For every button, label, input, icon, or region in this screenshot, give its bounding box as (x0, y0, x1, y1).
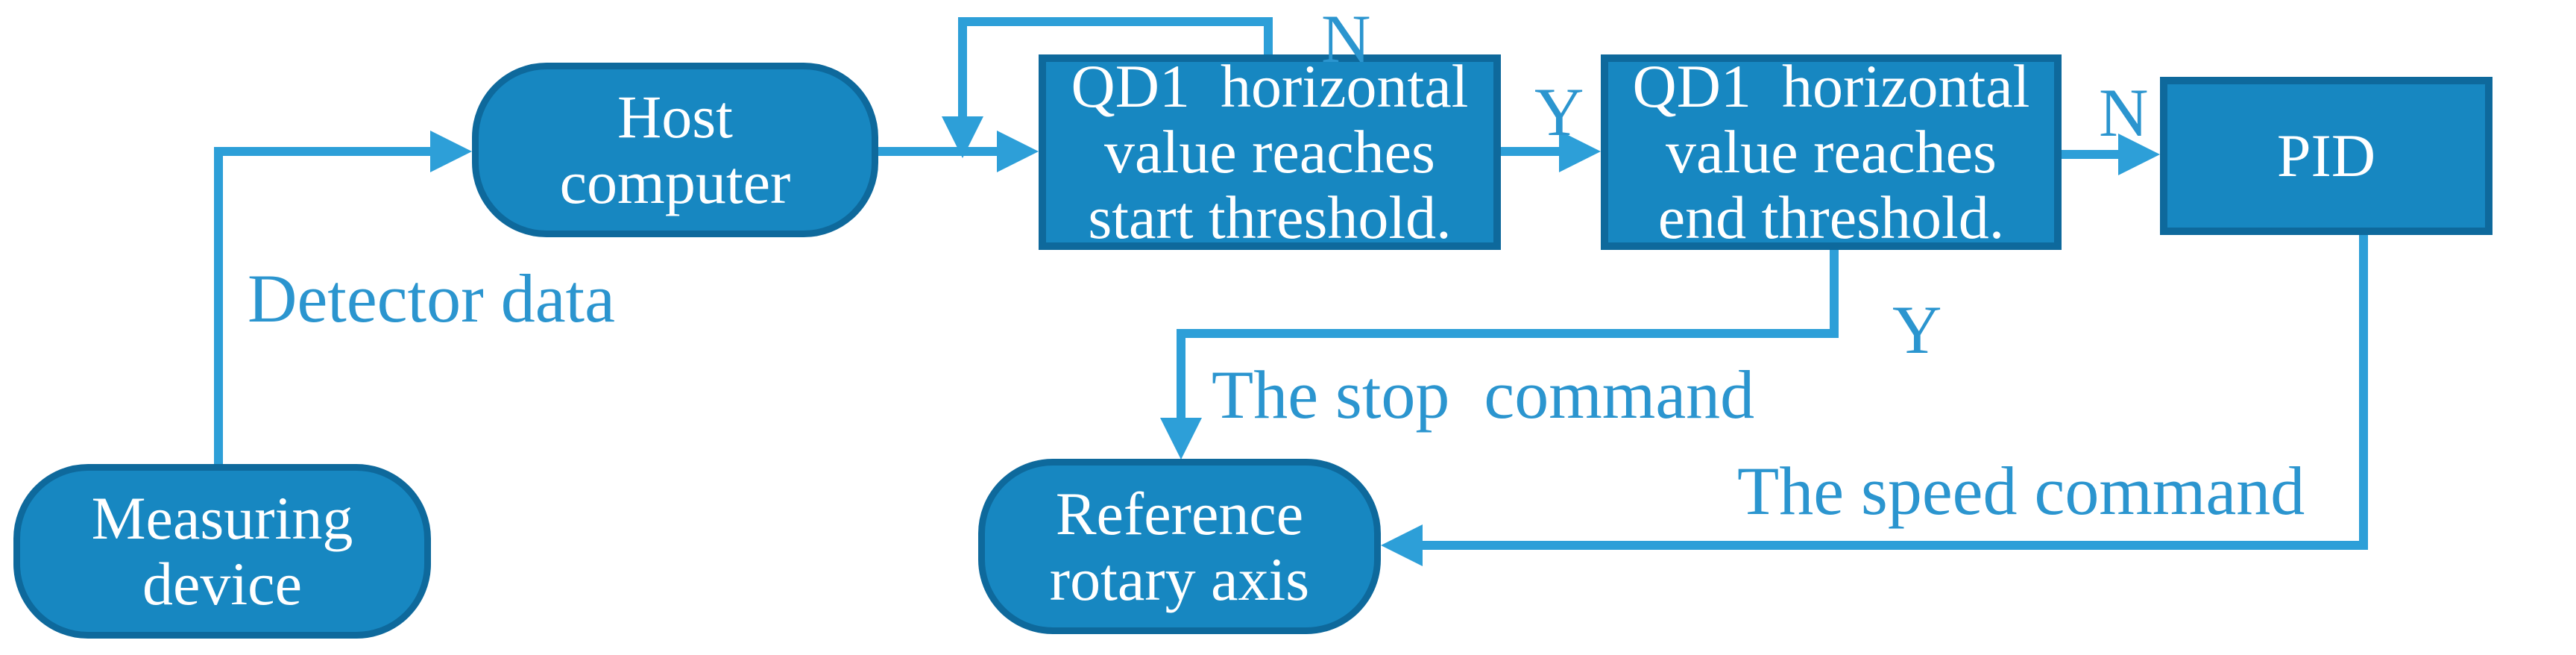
edge-loop-top-horizontal (958, 17, 1273, 26)
label-start-y: Y (1534, 74, 1584, 150)
arrowhead-into-ref-right-icon (1381, 524, 1423, 566)
node-pid-label: PID (2276, 122, 2376, 189)
node-measuring-device-label: Measuring device (91, 484, 353, 618)
arrowhead-into-pid-icon (2118, 134, 2160, 175)
arrowhead-into-start-icon (997, 131, 1039, 172)
label-end-n: N (2099, 75, 2149, 151)
label-end-y: Y (1892, 292, 1942, 368)
node-reference-rotary-axis-label: Reference rotary axis (1049, 479, 1310, 613)
node-qd1-start-threshold-label: QD1 horizontal value reaches start thres… (1071, 52, 1469, 251)
edge-stop-vertical-to-ref (1177, 329, 1185, 419)
edge-end-to-pid (2062, 150, 2121, 159)
arrowhead-into-ref-top-icon (1160, 418, 1202, 460)
edge-loop-right-vertical (1264, 17, 1273, 57)
arrowhead-into-end-icon (1559, 131, 1601, 172)
label-loop-n: N (1321, 1, 1371, 77)
edge-start-to-end (1500, 147, 1562, 156)
edge-speed-vertical-from-pid (2359, 235, 2368, 550)
edge-speed-horizontal (1423, 541, 2368, 550)
node-host-computer: Host computer (472, 63, 878, 237)
arrowhead-loop-down-icon (942, 116, 983, 158)
label-speed-command: The speed command (1737, 453, 2305, 529)
edge-stop-vertical-from-end (1830, 250, 1839, 338)
node-qd1-start-threshold: QD1 horizontal value reaches start thres… (1039, 52, 1501, 251)
node-host-computer-label: Host computer (559, 83, 791, 216)
edge-loop-left-vertical (958, 17, 967, 119)
node-measuring-device: Measuring device (13, 464, 431, 639)
edge-detector-horizontal (214, 147, 432, 156)
label-detector-data: Detector data (248, 260, 615, 336)
node-pid: PID (2160, 77, 2492, 235)
node-qd1-end-threshold-label: QD1 horizontal value reaches end thresho… (1632, 52, 2030, 251)
node-reference-rotary-axis: Reference rotary axis (978, 459, 1381, 634)
edge-stop-horizontal (1177, 329, 1839, 338)
node-qd1-end-threshold: QD1 horizontal value reaches end thresho… (1601, 52, 2062, 251)
arrowhead-into-host-icon (430, 131, 472, 172)
edge-detector-vertical (214, 147, 223, 464)
label-stop-command: The stop command (1212, 357, 1755, 433)
